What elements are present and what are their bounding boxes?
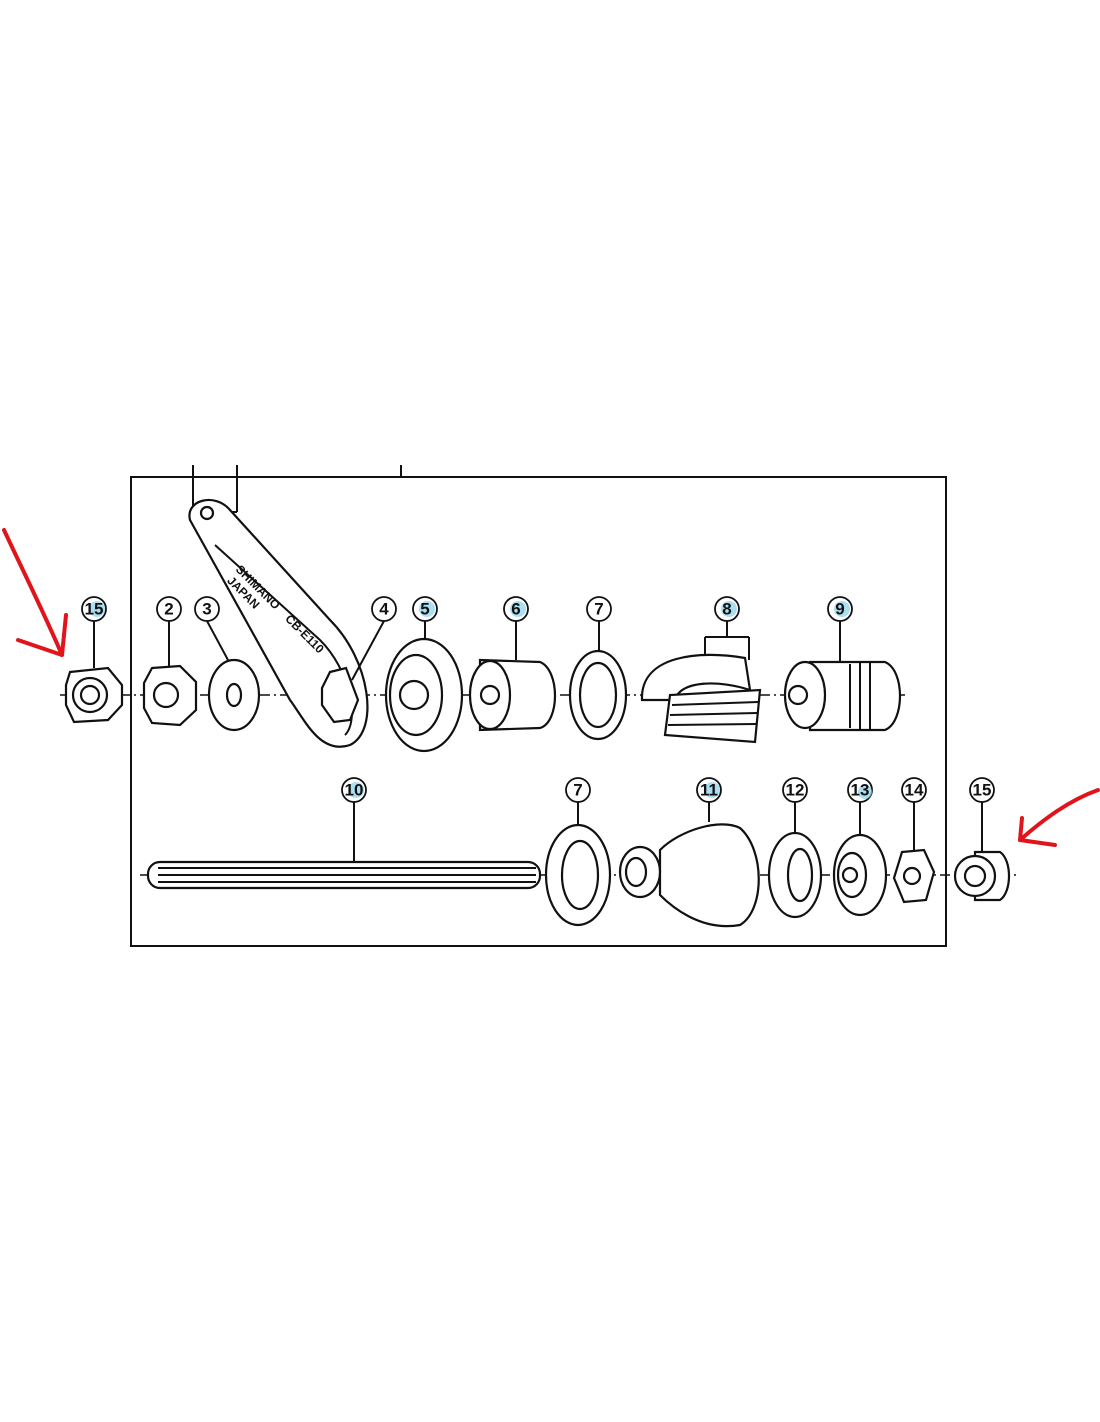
part-label-13: 13: [847, 777, 873, 803]
cone-13: [832, 833, 888, 917]
part-label-15-right: 15: [969, 777, 995, 803]
brake-cone-6: [468, 658, 557, 732]
part-label-8: 8: [714, 596, 740, 622]
dust-cap-5: [384, 637, 464, 753]
svg-text:5: 5: [420, 600, 429, 619]
bearing-retainer-7-bottom: [544, 823, 612, 927]
diagram-frame: [130, 476, 947, 947]
hex-nut-2: [142, 664, 198, 727]
brake-drum-9: [783, 660, 902, 732]
hub-shell-11: [618, 823, 760, 928]
part-label-11: 11: [696, 777, 722, 803]
part-label-4: 4: [371, 596, 397, 622]
part-label-3: 3: [194, 596, 220, 622]
red-arrow-right-icon: [1018, 788, 1100, 847]
svg-text:4: 4: [379, 600, 389, 619]
svg-text:7: 7: [573, 781, 582, 800]
svg-text:7: 7: [594, 600, 603, 619]
flange-nut-left: [64, 666, 124, 724]
svg-text:6: 6: [511, 600, 520, 619]
label-leader-lines: [93, 620, 983, 862]
svg-text:8: 8: [722, 600, 731, 619]
bearing-retainer-12: [767, 831, 823, 919]
svg-text:14: 14: [905, 781, 924, 800]
svg-text:12: 12: [786, 781, 805, 800]
svg-text:15: 15: [973, 781, 992, 800]
brake-shoes-8: [640, 653, 762, 744]
part-label-9: 9: [827, 596, 853, 622]
part-label-15-left: 15: [81, 596, 107, 622]
axle-10: [146, 860, 542, 890]
svg-text:15: 15: [85, 600, 104, 619]
part-label-7-top: 7: [586, 596, 612, 622]
svg-text:2: 2: [164, 600, 173, 619]
part-label-10: 10: [341, 777, 367, 803]
svg-text:9: 9: [835, 600, 844, 619]
svg-text:3: 3: [202, 600, 211, 619]
part-label-12: 12: [782, 777, 808, 803]
flange-nut-right: [953, 850, 1011, 902]
part-label-7-bottom: 7: [565, 777, 591, 803]
washer-3: [207, 658, 261, 732]
lock-nut-14: [892, 848, 936, 904]
part-label-6: 6: [503, 596, 529, 622]
bearing-retainer-7-top: [568, 649, 628, 741]
svg-text:13: 13: [851, 781, 870, 800]
red-arrow-left-icon: [2, 528, 68, 657]
svg-text:11: 11: [700, 781, 718, 800]
part-label-2: 2: [156, 596, 182, 622]
part-label-14: 14: [901, 777, 927, 803]
svg-text:10: 10: [345, 781, 364, 800]
part-label-5: 5: [412, 596, 438, 622]
